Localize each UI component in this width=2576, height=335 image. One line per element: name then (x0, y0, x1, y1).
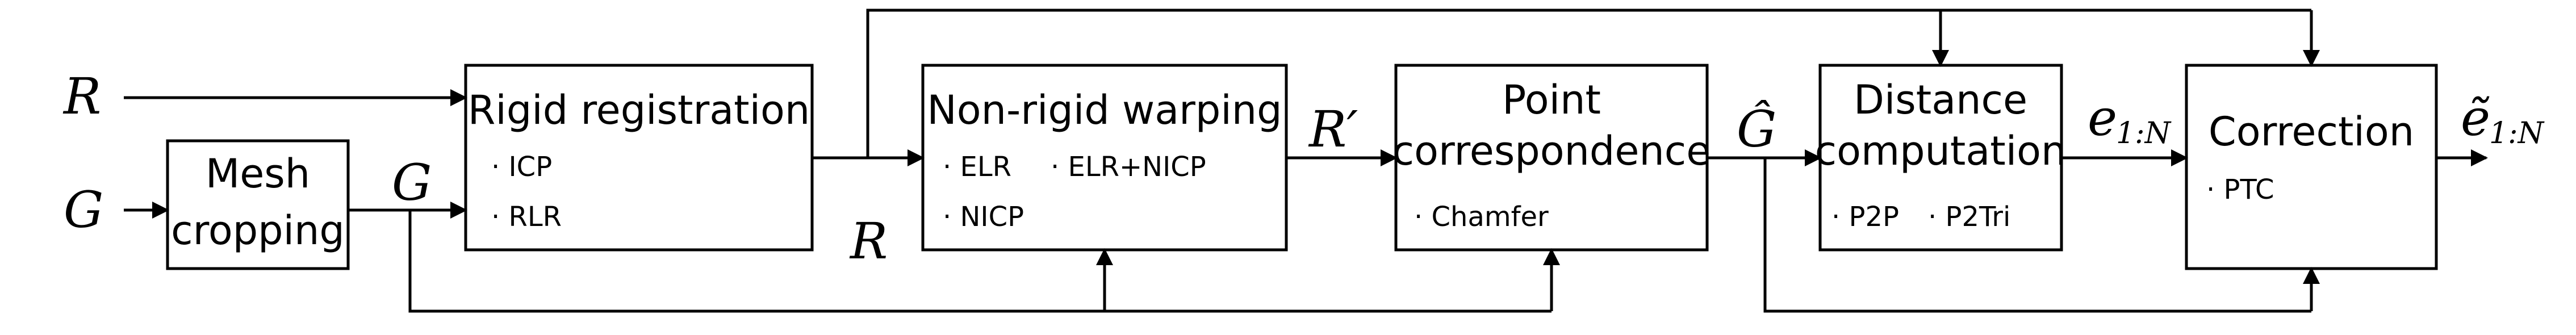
feedback-ghat-bottom (1763, 158, 2311, 313)
feedback-r-top (866, 9, 2311, 158)
point-correspondence-title-line2: correspondence (1392, 128, 1711, 174)
non-rigid-warping-title: Non-rigid warping (927, 87, 1282, 133)
mesh-cropping-block: Mesh cropping (166, 139, 350, 270)
rigid-registration-item-rlr: · RLR (491, 201, 562, 233)
non-rigid-warping-box (921, 64, 1288, 252)
correction-box (2185, 64, 2438, 270)
point-correspondence-title-line1: Point (1502, 77, 1601, 123)
rigid-registration-block: Rigid registration · ICP · RLR (464, 64, 814, 252)
distance-computation-title-line2: computation (1815, 128, 2067, 174)
rigid-registration-item-icp: · ICP (491, 151, 552, 183)
label-e: e 1:N (2088, 89, 2172, 150)
non-rigid-warping-block: Non-rigid warping · ELR · ELR+NICP · NIC… (921, 64, 1288, 252)
rigid-registration-title: Rigid registration (468, 87, 810, 133)
non-rigid-warping-item-nicp: · NICP (943, 201, 1024, 233)
distance-computation-item-p2tri: · P2Tri (1928, 201, 2010, 233)
correction-block: Correction · PTC (2185, 64, 2438, 270)
label-g-cropped: G (392, 153, 432, 212)
point-correspondence-block: Point correspondence · Chamfer (1392, 64, 1711, 252)
mesh-cropping-title-line2: cropping (171, 207, 345, 254)
point-correspondence-box (1394, 64, 1709, 252)
mesh-cropping-box (166, 139, 350, 270)
correction-item-ptc: · PTC (2206, 174, 2274, 206)
rigid-registration-box (464, 64, 814, 252)
distance-computation-title-line1: Distance (1854, 77, 2027, 123)
label-g-hat: Ĝ (1737, 99, 1776, 158)
label-e-symbol: e (2088, 89, 2117, 147)
label-e-tilde-subscript: 1:N (2489, 116, 2545, 150)
feedback-g-bottom (408, 210, 1552, 313)
label-e-tilde: ẽ 1:N (2461, 89, 2545, 150)
distance-computation-block: Distance computation · P2P · P2Tri (1815, 64, 2067, 252)
label-g-input: G (64, 181, 103, 239)
label-r-prime: R′ (1308, 100, 1358, 158)
label-e-subscript: 1:N (2116, 116, 2172, 150)
label-r-input: R (62, 67, 101, 125)
label-e-tilde-symbol: ẽ (2461, 89, 2490, 147)
correction-title: Correction (2209, 108, 2414, 155)
point-correspondence-item-chamfer: · Chamfer (1414, 201, 1549, 233)
non-rigid-warping-item-elr-nicp: · ELR+NICP (1051, 151, 1206, 183)
distance-computation-item-p2p: · P2P (1831, 201, 1899, 233)
label-r-registered: R (849, 212, 888, 270)
non-rigid-warping-item-elr: · ELR (943, 151, 1011, 183)
mesh-cropping-title-line1: Mesh (206, 150, 310, 197)
distance-computation-box (1818, 64, 2063, 252)
